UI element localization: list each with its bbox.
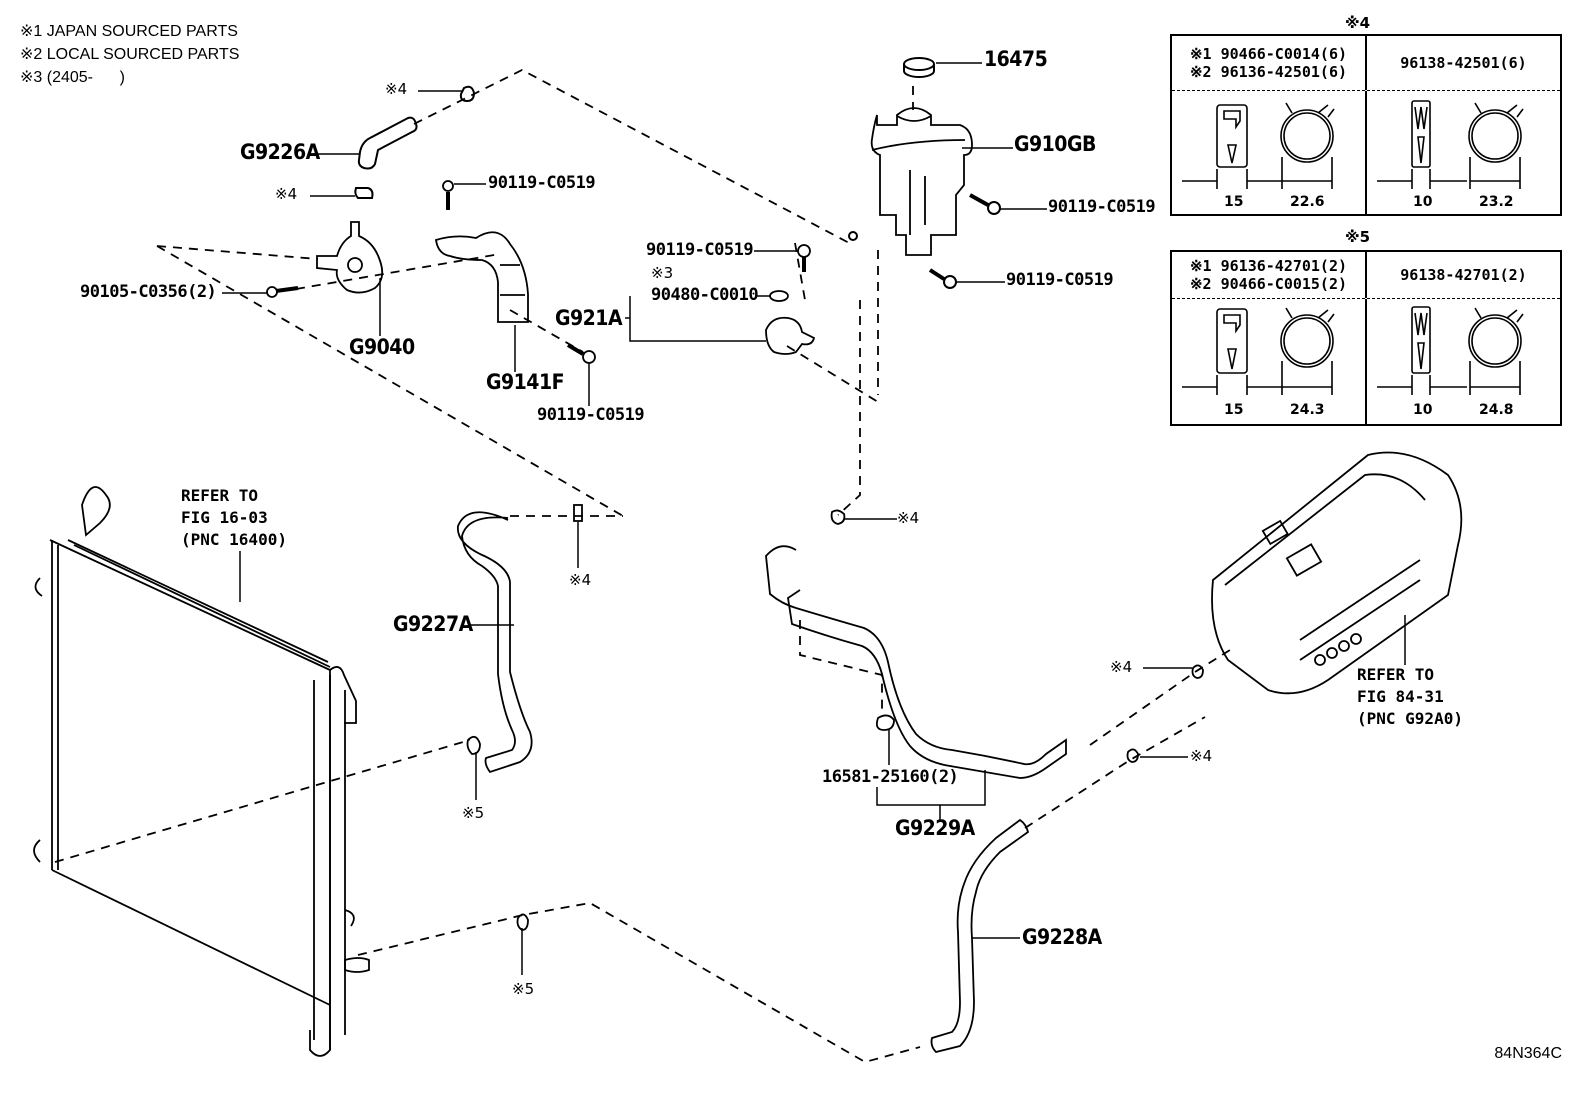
- radiator-reference[interactable]: REFER TO FIG 16-03 (PNC 16400): [181, 486, 287, 549]
- radiator-lower-clamp-drawing: [516, 913, 529, 931]
- clamp-mark-g9226a-bottom[interactable]: ※4: [275, 185, 298, 203]
- bracket-g921a-drawing: [765, 244, 816, 355]
- inverter-reference[interactable]: REFER TO FIG 84-31 (PNC G92A0): [1357, 665, 1463, 728]
- pump-bracket-drawing: [434, 180, 596, 364]
- part-label-g9141f[interactable]: G9141F: [486, 370, 565, 394]
- catalog-code: 84N364C: [1494, 1045, 1562, 1062]
- clamp-table-4-dim-clamp-b: 23.2: [1479, 194, 1514, 210]
- part-label-g921a[interactable]: G921A: [555, 306, 623, 330]
- part-label-g921a-clip[interactable]: 90480-C0010: [651, 285, 759, 305]
- clamp-table-5-part-japan[interactable]: ※1 96136-42701(2): [1189, 257, 1348, 275]
- part-label-pump-bracket-bolt[interactable]: 90119-C0519: [537, 405, 645, 425]
- clamp-table-5-dim-clamp-b: 24.8: [1479, 402, 1514, 418]
- tank-bolt-drawings: [848, 193, 1001, 289]
- clamp-table-5-right-illustration: 10 24.8: [1365, 299, 1560, 424]
- clip-and-clamp-icon: [1182, 307, 1335, 395]
- reservoir-cap-drawing: [903, 57, 935, 78]
- clamp-mark-g9227a-top[interactable]: ※4: [569, 571, 592, 589]
- clamp-table-4-right-illustration: 10 23.2: [1365, 91, 1560, 216]
- hose-g9227a-drawing: [457, 504, 583, 774]
- part-label-hose-clip[interactable]: 16581-25160(2): [822, 767, 959, 787]
- clamp-mark-inverter-2[interactable]: ※4: [1190, 747, 1213, 765]
- water-pump-drawing: [266, 221, 384, 298]
- clamp-table-4-right-parts: 96138-42501(6): [1365, 36, 1560, 90]
- clamp-mark-inverter-1[interactable]: ※4: [1110, 658, 1133, 676]
- clamp-table-4-left-illustration: 15 22.6: [1172, 91, 1365, 216]
- clip-and-clamp-icon: [1377, 306, 1524, 395]
- part-label-bracket-bolt-top[interactable]: 90119-C0519: [488, 173, 596, 193]
- legend-note-local-parts: ※2 LOCAL SOURCED PARTS: [20, 46, 240, 63]
- part-label-g921a-bolt[interactable]: 90119-C0519: [646, 240, 754, 260]
- part-label-g910gb[interactable]: G910GB: [1014, 132, 1096, 156]
- part-label-g9228a[interactable]: G9228A: [1022, 925, 1102, 949]
- part-label-g9226a[interactable]: G9226A: [240, 140, 320, 164]
- radiator-drawing: [33, 486, 370, 1057]
- reserve-tank-drawing: [870, 107, 973, 256]
- clamp-mark-radiator-lower[interactable]: ※5: [512, 980, 535, 998]
- clamp-table-4-title: ※4: [1345, 14, 1371, 32]
- clamp-table-5-title: ※5: [1345, 228, 1371, 246]
- clamp-table-5-right-parts: 96138-42701(2): [1365, 252, 1560, 298]
- clamp-table-4-part-local[interactable]: ※2 96136-42501(6): [1189, 63, 1348, 81]
- inverter-drawing: [1126, 451, 1463, 763]
- clamp-mark-tank-lower[interactable]: ※4: [897, 509, 920, 527]
- part-label-g9229a[interactable]: G9229A: [895, 816, 975, 840]
- clamp-table-5-left-illustration: 15 24.3: [1172, 299, 1365, 424]
- clamp-table-4-part-alt[interactable]: 96138-42501(6): [1400, 54, 1527, 72]
- clamp-table-5-dim-clip-b: 10: [1413, 402, 1433, 418]
- clamp-table-4-left-parts: ※1 90466-C0014(6) ※2 96136-42501(6): [1172, 36, 1365, 90]
- part-label-g9040[interactable]: G9040: [349, 335, 415, 359]
- part-label-g9227a[interactable]: G9227A: [393, 612, 473, 636]
- clamp-table-5-dim-clip-a: 15: [1224, 402, 1244, 418]
- part-label-16475[interactable]: 16475: [984, 47, 1048, 71]
- clamp-table-5-dim-clamp-a: 24.3: [1290, 402, 1325, 418]
- clamp-table-5-left-parts: ※1 96136-42701(2) ※2 90466-C0015(2): [1172, 252, 1365, 298]
- clamp-table-5-part-local[interactable]: ※2 90466-C0015(2): [1189, 275, 1348, 293]
- clip-and-clamp-icon: [1377, 100, 1524, 189]
- part-label-tank-bolt-1[interactable]: 90119-C0519: [1048, 197, 1156, 217]
- part-label-pump-bolt[interactable]: 90105-C0356(2): [80, 282, 217, 302]
- clamp-mark-g9227a-bottom[interactable]: ※5: [462, 804, 485, 822]
- hose-g9229a-drawing: [765, 509, 1067, 779]
- clamp-table-4: ※1 90466-C0014(6) ※2 96136-42501(6) 9613…: [1170, 34, 1562, 216]
- hose-g9228a-drawing: [930, 818, 1030, 1053]
- clip-and-clamp-icon: [1182, 102, 1335, 189]
- clamp-table-4-dim-clamp-a: 22.6: [1290, 194, 1325, 210]
- clamp-table-4-part-japan[interactable]: ※1 90466-C0014(6): [1189, 45, 1348, 63]
- clamp-table-5-part-alt[interactable]: 96138-42701(2): [1400, 266, 1527, 284]
- legend-note-japan-parts: ※1 JAPAN SOURCED PARTS: [20, 23, 238, 40]
- hose-g9226a-drawing: [354, 85, 476, 199]
- legend-note-date-range: ※3 (2405- ): [20, 69, 125, 86]
- part-note-g921a-date: ※3: [651, 264, 674, 282]
- leader-lines: [222, 62, 1406, 975]
- clamp-table-4-dim-clip-b: 10: [1413, 194, 1433, 210]
- clamp-mark-g9226a-top[interactable]: ※4: [385, 80, 408, 98]
- part-label-tank-bolt-2[interactable]: 90119-C0519: [1006, 270, 1114, 290]
- clamp-table-5: ※1 96136-42701(2) ※2 90466-C0015(2) 9613…: [1170, 250, 1562, 426]
- assembly-guide-lines: [54, 68, 1231, 1063]
- clamp-table-4-dim-clip-a: 15: [1224, 194, 1244, 210]
